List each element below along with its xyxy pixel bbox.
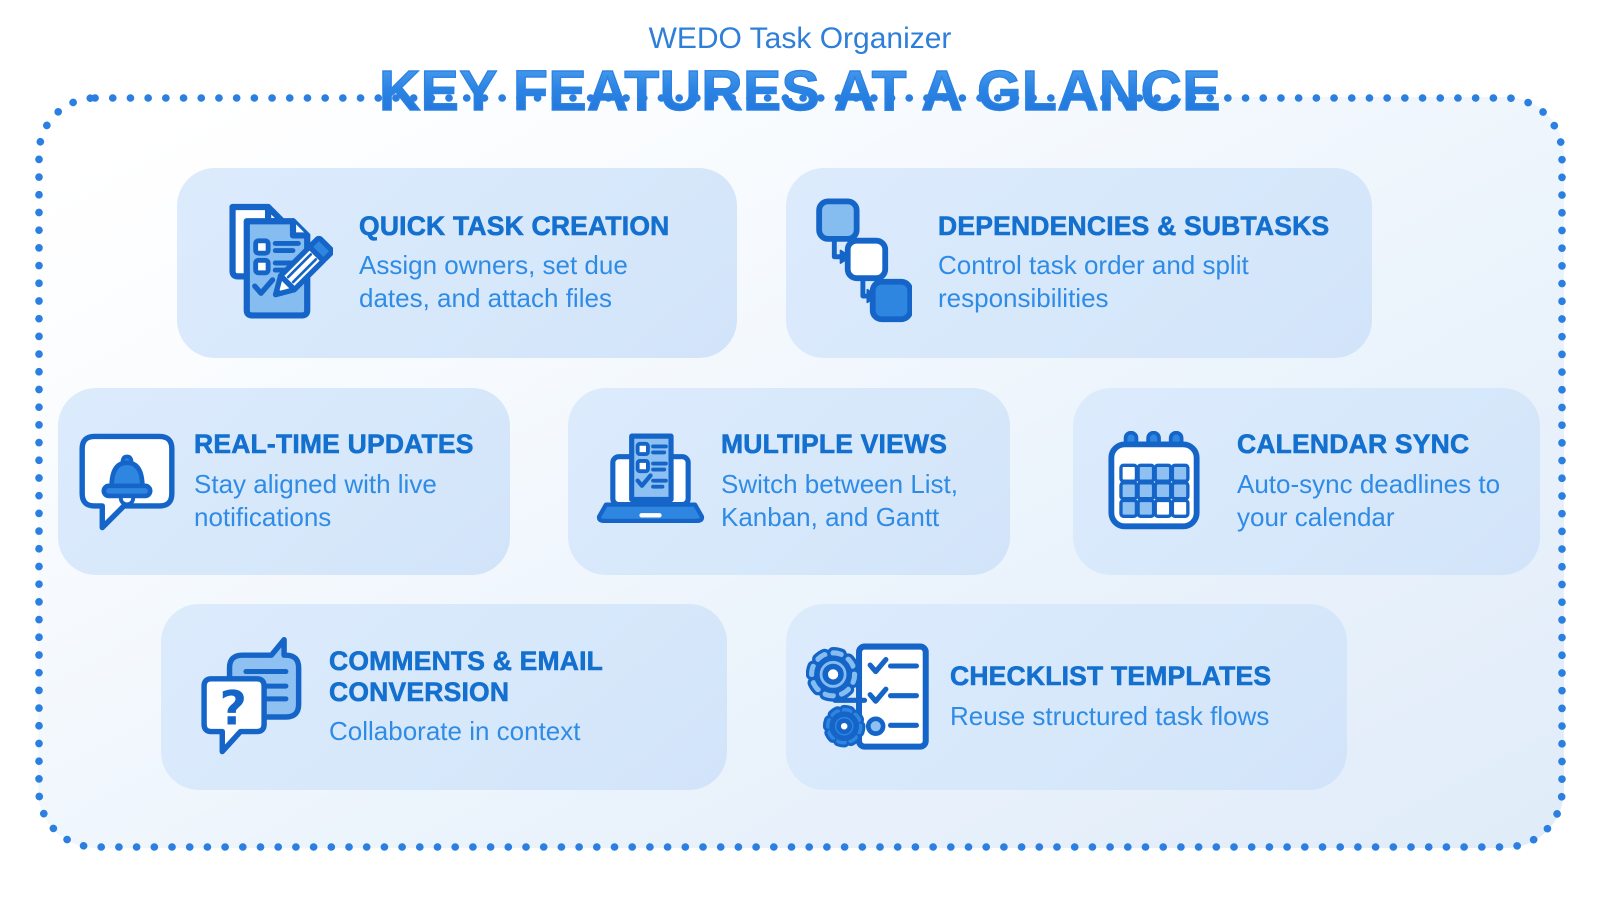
card-title: COMMENTS & EMAIL CONVERSION [329,645,603,707]
flowchart-nodes-icon [812,196,912,330]
card-title: DEPENDENCIES & SUBTASKS [938,210,1330,242]
card-title: MULTIPLE VIEWS [721,429,948,460]
feature-card-multiple-views: MULTIPLE VIEWS Switch between List, Kanb… [568,388,1010,575]
card-title: CALENDAR SYNC [1237,429,1470,460]
document-pencil-icon [213,196,333,330]
laptop-checklist-icon [594,429,707,534]
card-description: Reuse structured task flows [950,700,1270,731]
feature-card-comments-email-conversion: ? COMMENTS & EMAIL CONVERSION Collaborat… [161,604,727,790]
notification-bell-bubble-icon [76,430,178,534]
calendar-icon [1103,430,1205,533]
card-description: Assign owners, set due dates, and attach… [359,250,628,314]
app-name: WEDO Task Organizer [648,22,952,55]
card-title: REAL-TIME UPDATES [194,429,474,460]
page-title: KEY FEATURES AT A GLANCE [353,61,1247,122]
card-title: CHECKLIST TEMPLATES [950,661,1272,692]
feature-card-checklist-templates: CHECKLIST TEMPLATES Reuse structured tas… [786,604,1347,790]
svg-text:?: ? [219,681,246,736]
card-description: Stay aligned with live notifications [194,468,437,532]
card-description: Control task order and split responsibil… [938,250,1249,314]
card-description: Auto-sync deadlines to your calendar [1237,468,1501,532]
card-description: Switch between List, Kanban, and Gantt [721,468,959,532]
card-description: Collaborate in context [329,716,581,747]
feature-card-calendar-sync: CALENDAR SYNC Auto-sync deadlines to you… [1073,388,1540,575]
feature-card-real-time-updates: REAL-TIME UPDATES Stay aligned with live… [58,388,510,575]
feature-card-quick-task-creation: QUICK TASK CREATION Assign owners, set d… [177,168,737,358]
chat-bubbles-icon: ? [195,637,315,757]
gears-checklist-icon [806,641,938,754]
card-title: QUICK TASK CREATION [359,210,670,242]
feature-card-dependencies-subtasks: DEPENDENCIES & SUBTASKS Control task ord… [786,168,1372,358]
